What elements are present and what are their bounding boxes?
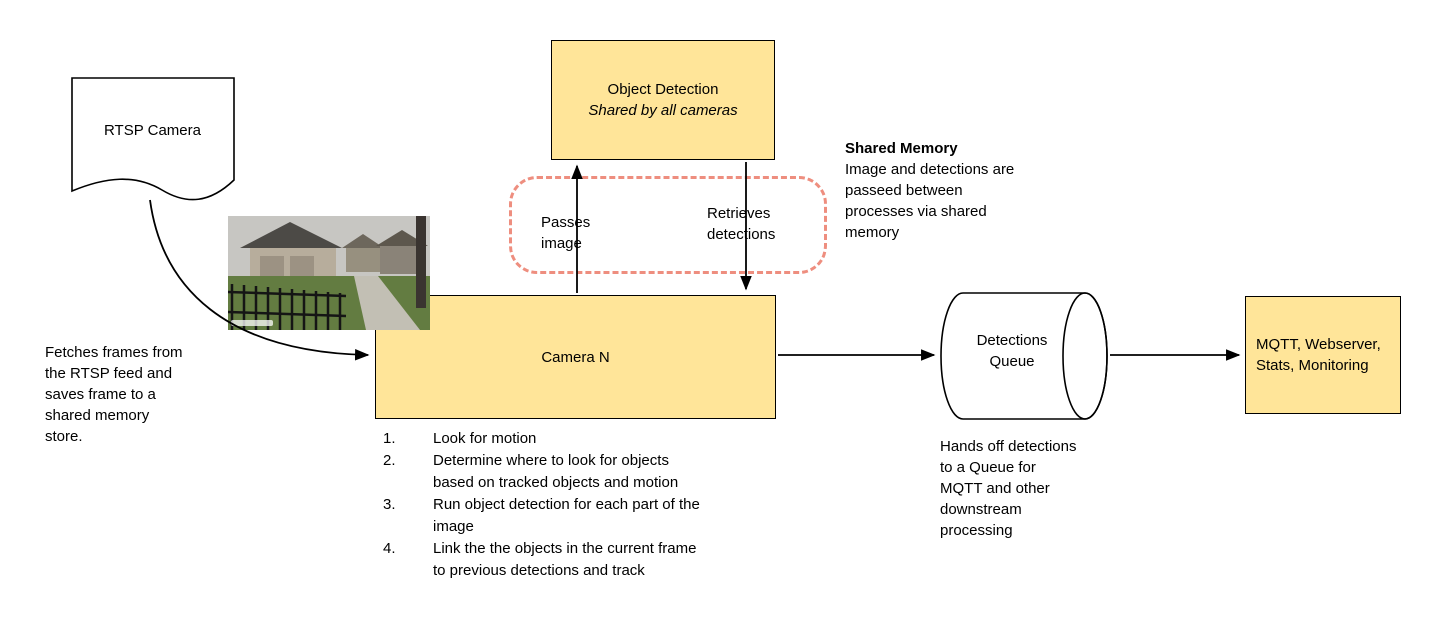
step-text: Determine where to look for objects base… bbox=[433, 452, 679, 491]
passes-image-label: Passes image bbox=[541, 214, 591, 252]
step-number: 1. bbox=[383, 430, 396, 447]
rtsp-camera-label: RTSP Camera bbox=[104, 122, 201, 139]
shared-memory-body: Image and detections are passeed between… bbox=[845, 161, 1015, 241]
node-mqtt-webserver: MQTT, Webserver, Stats, Monitoring bbox=[1245, 296, 1401, 414]
mqtt-label: MQTT, Webserver, Stats, Monitoring bbox=[1256, 336, 1381, 374]
step-number: 3. bbox=[383, 496, 396, 513]
retrieves-detections-label: Retrieves detections bbox=[707, 205, 776, 243]
porch-post bbox=[416, 216, 426, 308]
list-item: 3. Run object detection for each part of… bbox=[383, 494, 743, 538]
step-number: 4. bbox=[383, 540, 396, 557]
shared-memory-title: Shared Memory bbox=[845, 140, 958, 157]
shared-memory-note: Shared Memory Image and detections are p… bbox=[845, 138, 1060, 243]
sidewalk bbox=[354, 276, 420, 330]
camera-steps-list: 1. Look for motion 2. Determine where to… bbox=[383, 428, 743, 582]
timestamp-overlay bbox=[231, 320, 273, 326]
camera-snapshot-image bbox=[228, 216, 430, 330]
list-item: 2. Determine where to look for objects b… bbox=[383, 450, 743, 494]
camera-n-label: Camera N bbox=[541, 348, 610, 366]
object-detection-title: Object Detection bbox=[607, 81, 719, 98]
step-text: Look for motion bbox=[433, 430, 537, 447]
node-camera-n: Camera N bbox=[375, 295, 776, 419]
object-detection-subtitle: Shared by all cameras bbox=[588, 102, 738, 119]
node-object-detection: Object Detection Shared by all cameras bbox=[551, 40, 775, 160]
list-item: 1. Look for motion bbox=[383, 428, 743, 450]
shared-memory-region bbox=[509, 176, 827, 274]
step-text: Link the the objects in the current fram… bbox=[433, 540, 697, 579]
step-text: Run object detection for each part of th… bbox=[433, 496, 700, 535]
fetch-frames-note: Fetches frames from the RTSP feed and sa… bbox=[45, 344, 183, 445]
step-number: 2. bbox=[383, 452, 396, 469]
detections-queue-label: Detections Queue bbox=[976, 332, 1048, 370]
list-item: 4. Link the the objects in the current f… bbox=[383, 538, 743, 582]
queue-handoff-note: Hands off detections to a Queue for MQTT… bbox=[940, 438, 1077, 539]
